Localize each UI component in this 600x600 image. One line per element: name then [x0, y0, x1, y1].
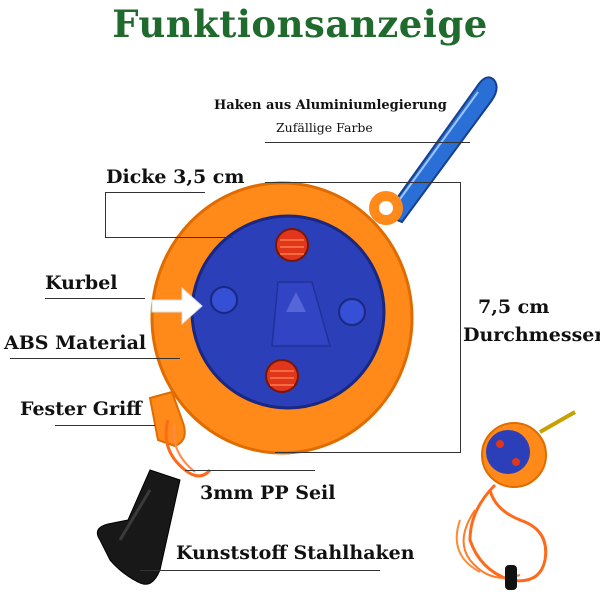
thumbnail-hook-icon: [505, 565, 517, 590]
rope-label: 3mm PP Seil: [200, 482, 336, 504]
hook-label: Haken aus Aluminiumlegierung: [214, 98, 447, 113]
crank-label: Kurbel: [45, 272, 118, 294]
thumbnail-reel: [455, 410, 576, 590]
aluminium-carabiner-icon: [383, 76, 498, 224]
hook-color-label: Zufällige Farbe: [276, 120, 373, 135]
grip-label: Fester Griff: [20, 398, 142, 420]
reel-face: [190, 214, 386, 410]
knob-icon: [338, 298, 366, 326]
diameter-label: Durchmesser: [463, 324, 600, 346]
page-title: Funktionsanzeige: [112, 2, 488, 46]
triangle-logo-icon: [286, 292, 306, 312]
plastic-hook-label: Kunststoff Stahlhaken: [176, 542, 415, 564]
diameter-value-label: 7,5 cm: [478, 296, 550, 318]
plastic-hook-icon: [96, 469, 181, 585]
white-arrow-icon: [151, 286, 203, 326]
thickness-label: Dicke 3,5 cm: [106, 166, 245, 188]
material-label: ABS Material: [4, 332, 147, 354]
knob-icon: [210, 286, 238, 314]
